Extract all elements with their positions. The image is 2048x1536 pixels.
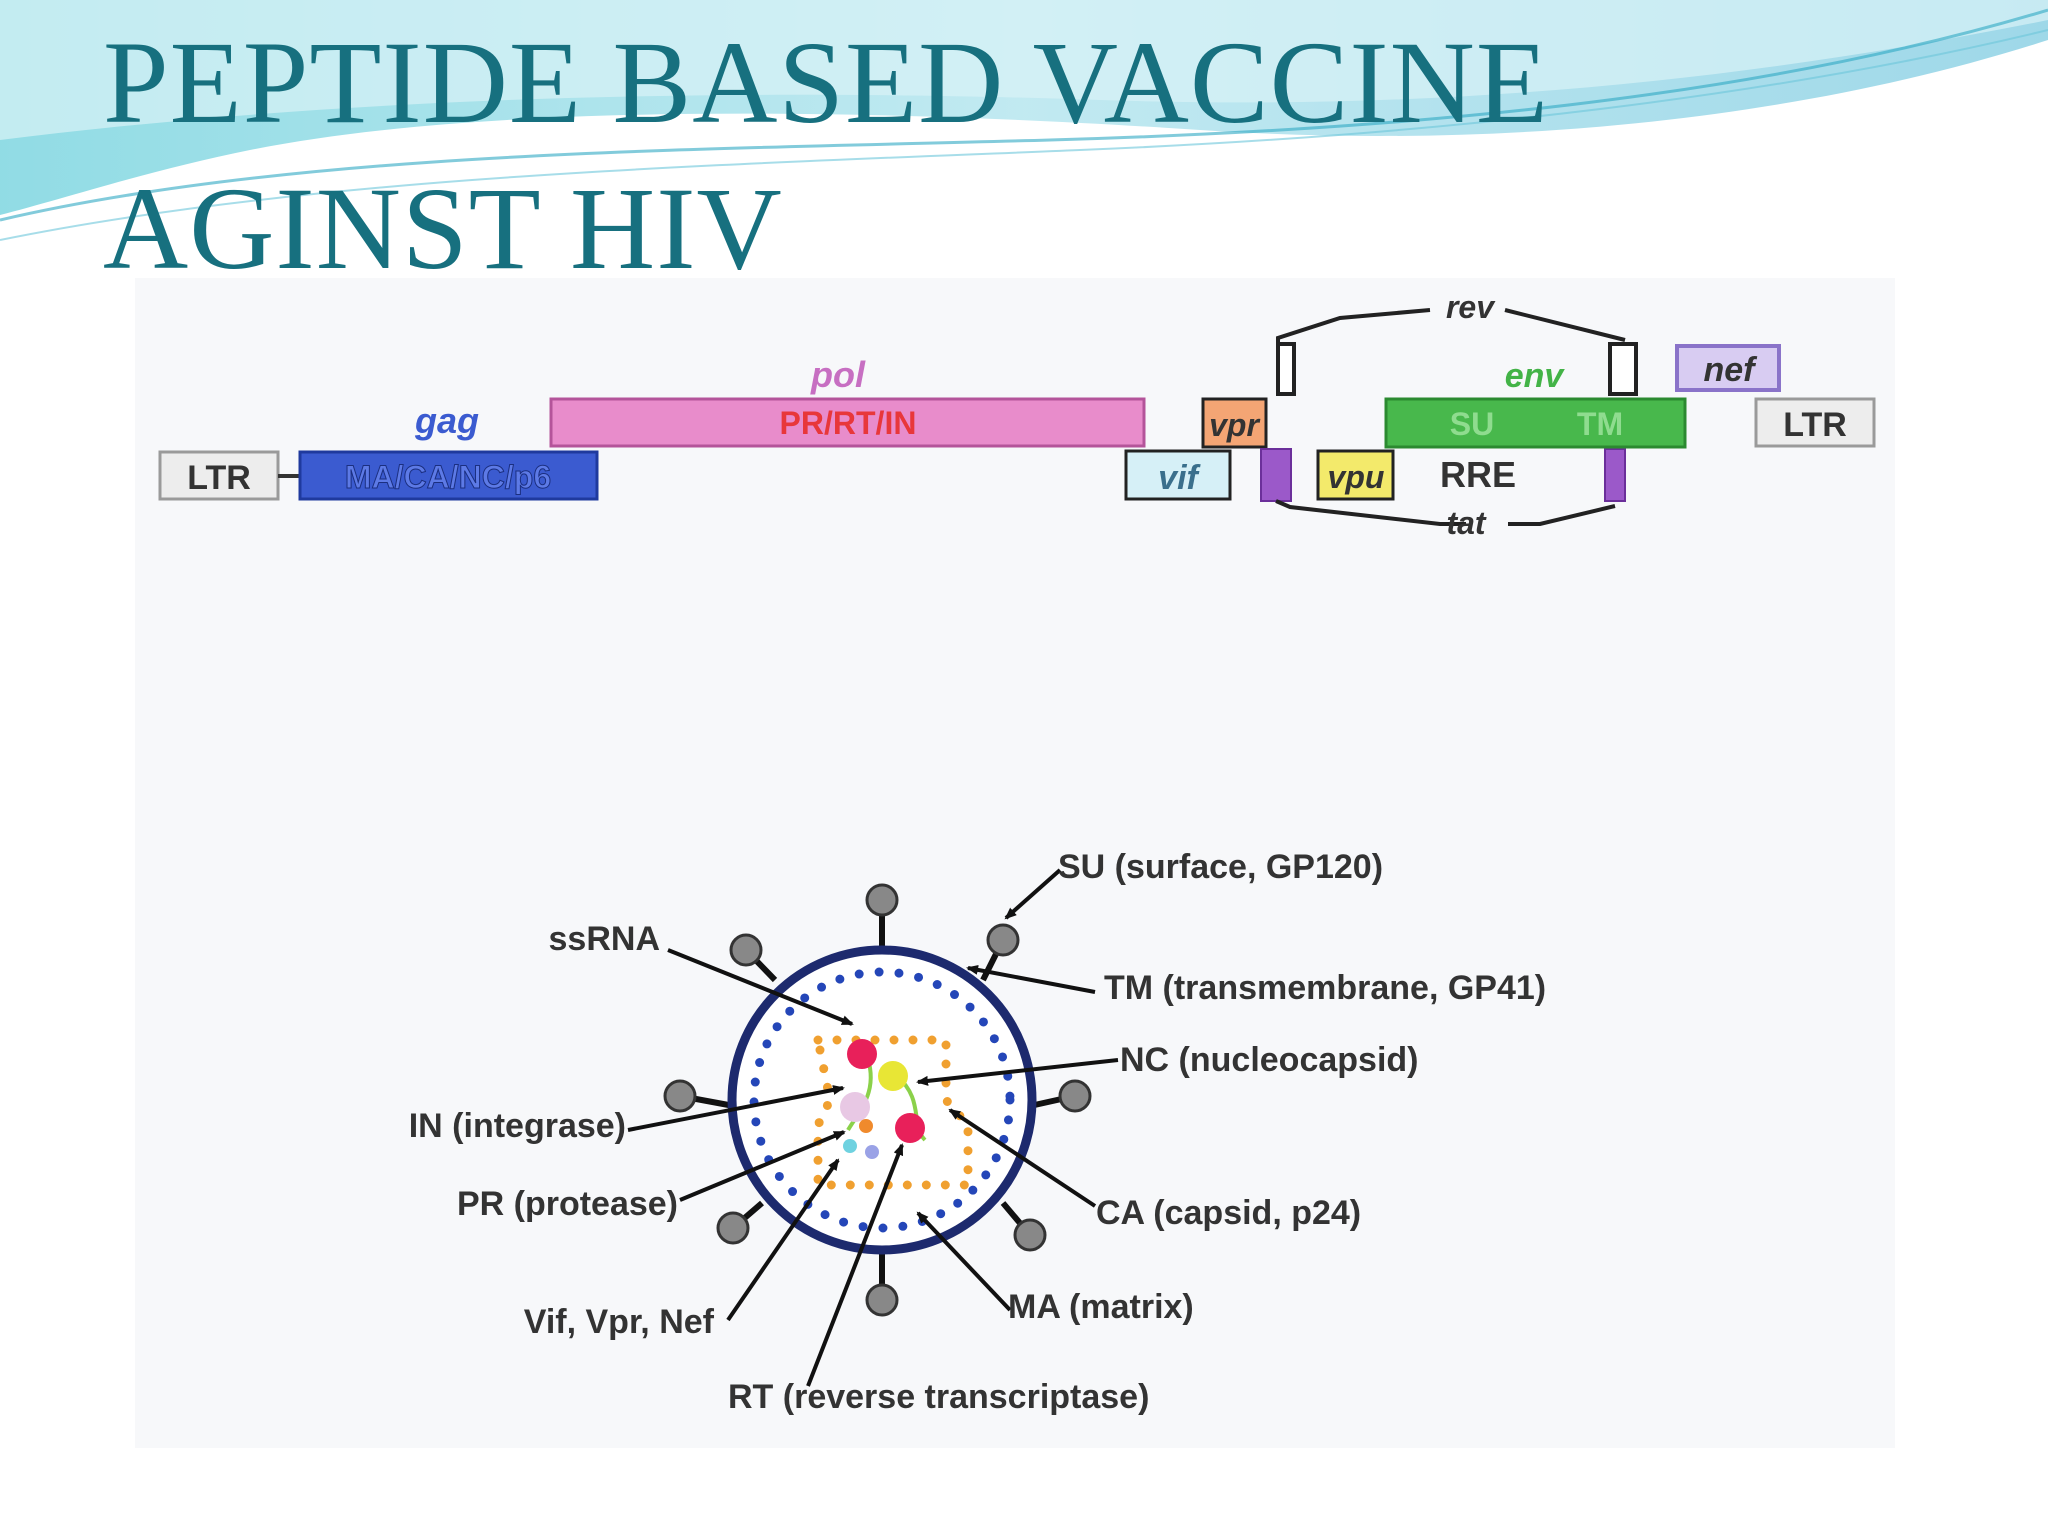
matrix-ring: [749, 967, 1015, 1233]
ltr-right-box: [1754, 397, 1876, 448]
label-ca-capsid: CA (capsid, p24): [1096, 1194, 1361, 1232]
rna-protein-red-top: [847, 1039, 877, 1069]
pol-label: pol: [810, 354, 866, 395]
label-rt-reverse-transcriptase: RT (reverse transcriptase): [728, 1378, 1149, 1416]
spike-knob: [716, 1211, 750, 1245]
gag-box-label: MA/CA/NC/p6: [345, 459, 551, 495]
spike-knob: [986, 923, 1020, 957]
accessory-protein-2: [865, 1145, 879, 1159]
rre-label: RRE: [1440, 454, 1516, 495]
label-tm-transmembrane: TM (transmembrane, GP41): [1104, 969, 1546, 1007]
integrase-protein: [840, 1092, 870, 1122]
genome-map: LTR gag MA/CA/NC/p6 pol PR/RT/IN vif vpr…: [158, 289, 1876, 541]
spike-knob: [663, 1079, 697, 1113]
vpu-box: [1316, 449, 1395, 501]
ltr-left-label: LTR: [187, 459, 251, 497]
header-wave-light: [0, 0, 2048, 140]
callout-arrows: [627, 868, 1119, 1387]
nef-label: nef: [1704, 351, 1759, 389]
rev-exon-2: [1608, 342, 1638, 396]
ltr-right-label: LTR: [1783, 406, 1847, 444]
vpu-label: vpu: [1328, 459, 1385, 495]
capsid-shell: [812, 1035, 973, 1190]
vpr-box: [1201, 397, 1268, 449]
tat-exon-1: [1260, 448, 1292, 502]
label-ssrna: ssRNA: [549, 920, 660, 958]
spike-knob: [865, 1283, 899, 1317]
vif-label: vif: [1158, 459, 1201, 497]
env-tm-label: TM: [1577, 406, 1623, 442]
spike-knob: [729, 933, 763, 967]
label-pr-protease: PR (protease): [457, 1185, 678, 1223]
accessory-protein-1: [843, 1139, 857, 1153]
rev-label: rev: [1446, 289, 1496, 325]
tat-label: tat: [1446, 505, 1486, 541]
label-su-surface: SU (surface, GP120): [1058, 848, 1383, 886]
env-label: env: [1505, 357, 1566, 395]
label-ma-matrix: MA (matrix): [1008, 1288, 1194, 1326]
spike-knob: [1013, 1218, 1047, 1252]
nucleocapsid-protein: [878, 1061, 908, 1091]
label-in-integrase: IN (integrase): [409, 1107, 626, 1145]
nef-box: [1675, 344, 1781, 392]
pol-box: [549, 397, 1146, 448]
gag-label: gag: [414, 400, 479, 441]
vif-box: [1124, 449, 1232, 501]
virion-diagram: SU (surface, GP120) TM (transmembrane, G…: [409, 848, 1546, 1416]
pol-box-label: PR/RT/IN: [780, 405, 917, 441]
tat-exon-2: [1604, 448, 1626, 502]
slide-title-line-2: AGINST HIV: [103, 163, 783, 294]
viral-membrane: [727, 945, 1037, 1255]
rt-protein: [895, 1113, 925, 1143]
slide-title-line-1: PEPTIDE BASED VACCINE: [103, 17, 1549, 148]
label-vif-vpr-nef: Vif, Vpr, Nef: [524, 1303, 715, 1341]
spike-knob: [865, 883, 899, 917]
vpr-label: vpr: [1209, 407, 1260, 443]
protease-protein: [859, 1119, 873, 1133]
rev-exon-1: [1276, 342, 1296, 396]
env-box: [1384, 397, 1687, 449]
spike-knob: [1058, 1079, 1092, 1113]
gag-box: [298, 450, 599, 501]
label-nc-nucleocapsid: NC (nucleocapsid): [1120, 1041, 1418, 1079]
env-su-label: SU: [1450, 406, 1494, 442]
